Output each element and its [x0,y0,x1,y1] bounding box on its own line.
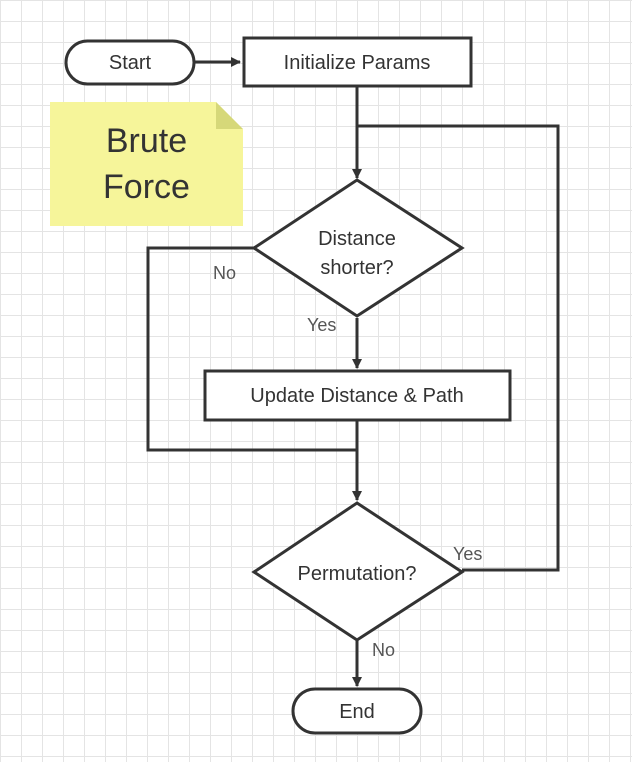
edge-loop-back [357,124,560,572]
start-node [64,39,196,86]
init-params-label: Initialize Params [284,52,431,74]
edge-distance-no [146,246,357,452]
update-distance-node [203,369,512,422]
end-node [291,687,423,735]
edge-label-distance-yes: Yes [307,315,336,335]
edge-label-distance-no: No [213,263,236,283]
init-params-node [242,36,473,88]
distance-decision-node [251,178,465,318]
distance-label-line1: Distance [318,228,396,250]
sticky-note: Brute Force [50,102,243,226]
edge-label-permutation-no: No [372,640,395,660]
permutation-decision-node [251,501,465,642]
end-label: End [339,701,375,723]
permutation-label: Permutation? [298,563,417,585]
update-distance-label: Update Distance & Path [250,385,463,407]
edge-label-permutation-yes: Yes [453,544,482,564]
distance-label-line2: shorter? [320,257,393,279]
start-label: Start [109,52,152,74]
note-text: Brute Force [103,122,190,206]
